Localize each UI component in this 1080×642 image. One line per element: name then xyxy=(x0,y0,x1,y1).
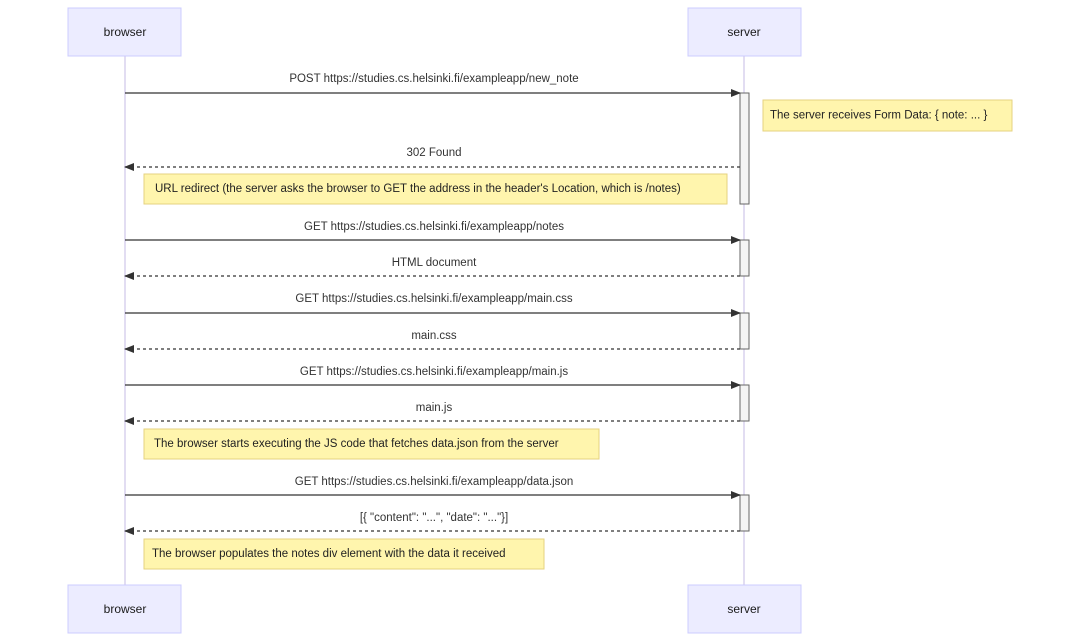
actor-label: browser xyxy=(104,25,147,39)
message-label: GET https://studies.cs.helsinki.fi/examp… xyxy=(304,221,564,233)
note-label: The browser populates the notes div elem… xyxy=(152,548,506,560)
actor-browser-top: browser xyxy=(67,7,182,57)
message-label: [{ "content": "...", "date": "..."}] xyxy=(360,512,508,524)
message-label: POST https://studies.cs.helsinki.fi/exam… xyxy=(289,73,578,85)
message-302-found: 302 Found xyxy=(124,147,740,171)
message-get-data-json: GET https://studies.cs.helsinki.fi/examp… xyxy=(125,476,741,499)
activation-bar xyxy=(739,494,750,532)
actor-label: server xyxy=(727,602,760,616)
message-post-new-note: POST https://studies.cs.helsinki.fi/exam… xyxy=(125,73,741,97)
message-label: GET https://studies.cs.helsinki.fi/examp… xyxy=(295,476,574,488)
note-url-redirect: URL redirect (the server asks the browse… xyxy=(143,173,728,205)
note-label: The server receives Form Data: { note: .… xyxy=(770,110,987,122)
activation-bar xyxy=(739,312,750,350)
actor-server-bottom: server xyxy=(687,584,802,634)
activation-bar xyxy=(739,92,750,205)
message-get-main-css: GET https://studies.cs.helsinki.fi/examp… xyxy=(125,293,741,317)
message-label: HTML document xyxy=(392,257,477,269)
message-label: GET https://studies.cs.helsinki.fi/examp… xyxy=(300,366,568,378)
note-label: URL redirect (the server asks the browse… xyxy=(155,183,681,195)
message-get-main-js: GET https://studies.cs.helsinki.fi/examp… xyxy=(125,366,741,389)
actor-browser-bottom: browser xyxy=(67,584,182,634)
note-form-data: The server receives Form Data: { note: .… xyxy=(762,99,1013,132)
message-html-document: HTML document xyxy=(124,257,740,280)
message-main-js: main.js xyxy=(124,402,740,425)
note-populates-notes: The browser populates the notes div elem… xyxy=(143,538,545,570)
actor-label: server xyxy=(727,25,760,39)
activation-bar xyxy=(739,239,750,277)
activation-bar xyxy=(739,384,750,422)
actor-server-top: server xyxy=(687,7,802,57)
message-label: main.css xyxy=(411,330,457,342)
message-json-response: [{ "content": "...", "date": "..."}] xyxy=(124,512,740,535)
message-label: main.js xyxy=(416,402,453,414)
actor-label: browser xyxy=(104,602,147,616)
note-label: The browser starts executing the JS code… xyxy=(154,438,559,450)
message-get-notes: GET https://studies.cs.helsinki.fi/examp… xyxy=(125,221,741,244)
message-label: 302 Found xyxy=(407,147,462,159)
message-main-css: main.css xyxy=(124,330,740,353)
note-js-executing: The browser starts executing the JS code… xyxy=(143,428,600,460)
message-label: GET https://studies.cs.helsinki.fi/examp… xyxy=(295,293,572,305)
